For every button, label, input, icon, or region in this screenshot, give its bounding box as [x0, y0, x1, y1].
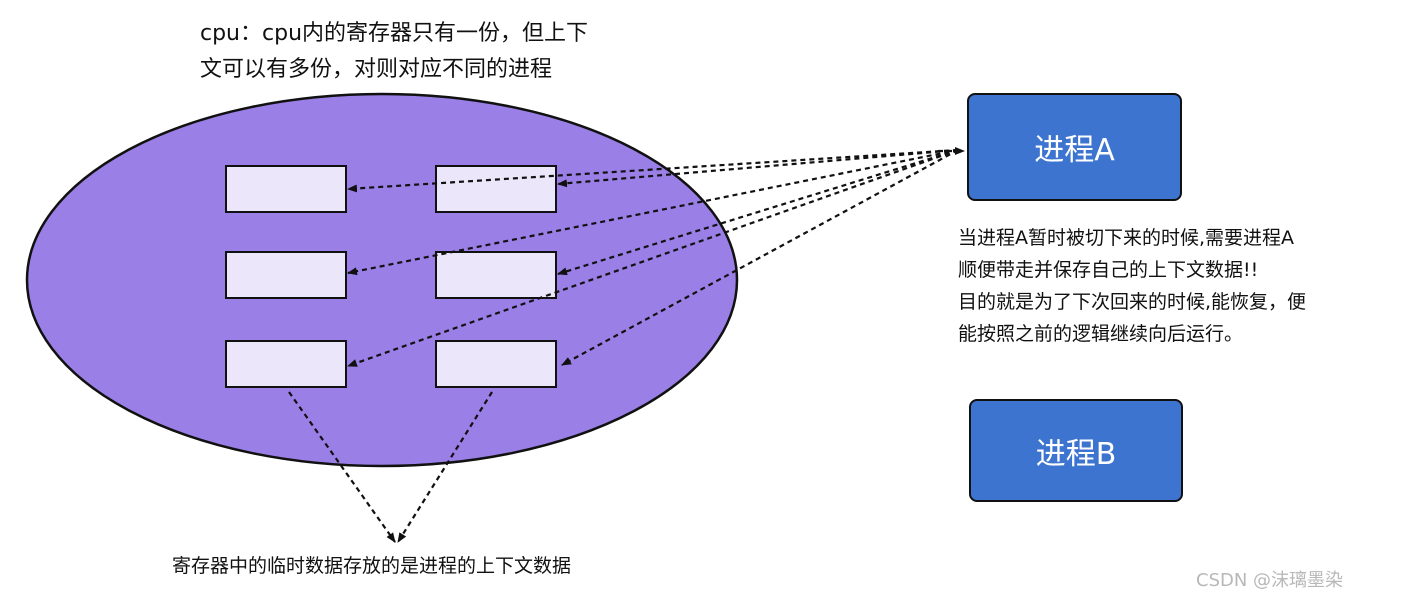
process-b-label: 进程B: [1035, 436, 1117, 472]
context-switch-note-line: 顺便带走并保存自己的上下文数据!!: [958, 259, 1259, 281]
watermark-text: CSDN @沫璃墨染: [1196, 570, 1344, 591]
cpu-note: cpu：cpu内的寄存器只有一份，但上下 文可以有多份，对则对应不同的进程: [200, 16, 588, 88]
register-box: [225, 165, 347, 213]
context-arrow: [347, 148, 959, 193]
context-arrows: [347, 147, 965, 368]
context-arrow: [557, 148, 959, 276]
cpu-ellipse: [25, 92, 739, 468]
storage-arrows: [288, 391, 493, 543]
register-box: [435, 340, 557, 388]
register-data-note: 寄存器中的临时数据存放的是进程的上下文数据: [172, 555, 572, 577]
register-box: [225, 251, 347, 299]
cpu-note-line: 文可以有多份，对则对应不同的进程: [200, 57, 553, 82]
storage-arrow: [397, 391, 493, 543]
register-group: [225, 165, 557, 388]
context-switch-note-line: 能按照之前的逻辑继续向后运行。: [958, 323, 1244, 345]
storage-arrow: [288, 391, 396, 543]
register-box: [435, 165, 557, 213]
context-switch-note-line: 目的就是为了下次回来的时候,能恢复，便: [958, 291, 1307, 313]
register-box: [435, 251, 557, 299]
process-b-box: 进程B: [969, 399, 1183, 502]
process-a-box: 进程A: [967, 93, 1182, 201]
context-arrow: [557, 148, 959, 188]
context-arrow: [561, 149, 959, 366]
cpu-note-line: cpu：cpu内的寄存器只有一份，但上下: [200, 21, 589, 46]
context-switch-note-line: 当进程A暂时被切下来的时候,需要进程A: [958, 227, 1295, 249]
context-arrow: [347, 148, 959, 276]
process-a-label: 进程A: [1034, 133, 1115, 168]
register-box: [225, 340, 347, 388]
context-switch-note: 当进程A暂时被切下来的时候,需要进程A 顺便带走并保存自己的上下文数据!! 目的…: [958, 222, 1306, 350]
